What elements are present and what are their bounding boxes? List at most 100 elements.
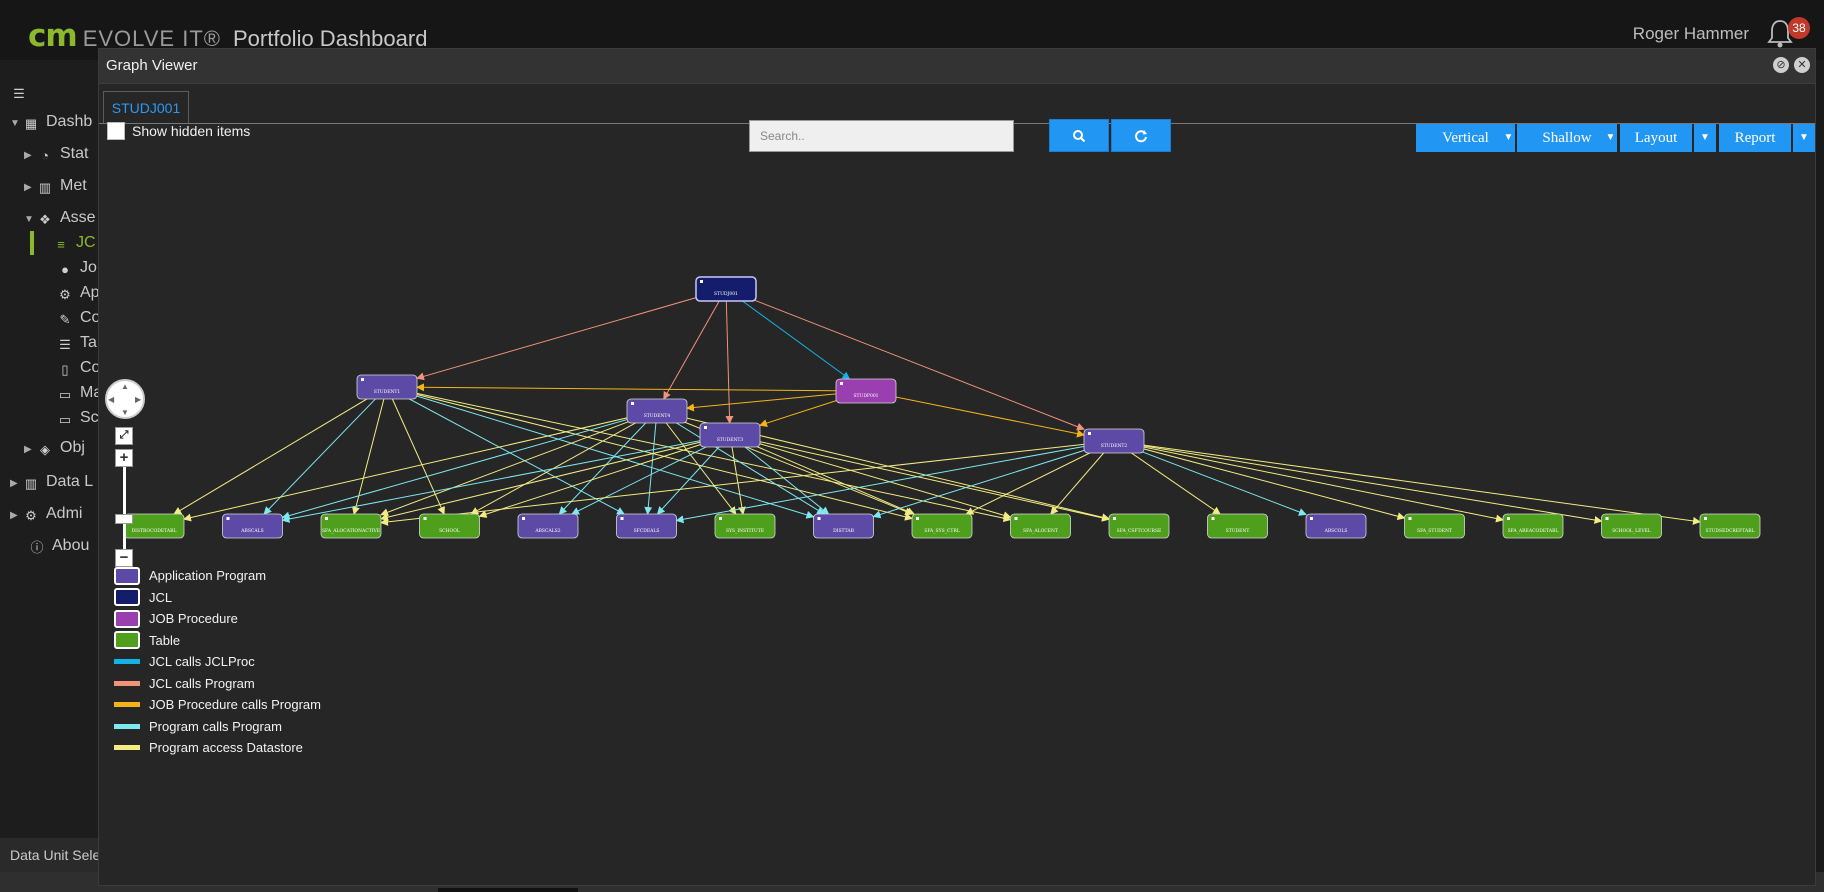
graph-node-box[interactable]: [714, 513, 776, 539]
graph-node[interactable]: STUDENT2: [1083, 428, 1145, 454]
sidebar-item-columns[interactable]: ▯Co: [58, 356, 100, 380]
graph-edge[interactable]: [351, 386, 388, 515]
graph-node[interactable]: SCHOOL: [419, 513, 480, 539]
graph-edge[interactable]: [644, 410, 658, 515]
layout-button[interactable]: Layout: [1620, 124, 1692, 152]
pan-control[interactable]: ▲ ▼ ◀ ▶: [105, 379, 145, 419]
graph-edge[interactable]: [656, 410, 825, 515]
caret-down-icon[interactable]: ▼: [1604, 124, 1617, 152]
graph-node[interactable]: STUDJ001: [695, 276, 757, 302]
graph-node-box[interactable]: [123, 513, 185, 539]
graph-node-box[interactable]: [626, 398, 688, 424]
user-name[interactable]: Roger Hammer: [1632, 24, 1749, 43]
sidebar-item-metrics[interactable]: ▶▥Met: [24, 174, 87, 198]
graph-node-box[interactable]: [1010, 513, 1071, 539]
graph-edge[interactable]: [729, 434, 1012, 520]
graph-node[interactable]: ABSCALS2: [517, 513, 579, 539]
graph-node[interactable]: SCHOOL_LEVEL: [1601, 513, 1662, 539]
graph-node[interactable]: STUDP001: [835, 378, 897, 404]
graph-edge[interactable]: [183, 410, 658, 522]
caret-down-icon[interactable]: ▼: [1502, 124, 1515, 152]
pan-down-icon[interactable]: ▼: [121, 408, 129, 417]
graph-node[interactable]: SFA_STUDENT: [1404, 513, 1465, 539]
graph-node-box[interactable]: [1601, 513, 1662, 539]
graph-edge[interactable]: [380, 440, 1115, 526]
graph-svg[interactable]: STUDJ001STUDENT1STUDP001STUDENT4STUDENT3…: [99, 49, 1817, 887]
graph-node-box[interactable]: [695, 276, 757, 302]
graph-node[interactable]: ABSCOLS: [1305, 513, 1367, 539]
graph-edge[interactable]: [281, 410, 658, 520]
scrollbar[interactable]: [438, 888, 578, 892]
graph-node-box[interactable]: [813, 513, 874, 539]
graph-node[interactable]: SFA_AREACODETABL: [1502, 513, 1564, 539]
graph-node-box[interactable]: [419, 513, 480, 539]
graph-edge[interactable]: [729, 434, 915, 515]
graph-node-box[interactable]: [1207, 513, 1268, 539]
graph-edge[interactable]: [725, 288, 851, 380]
search-button[interactable]: [1049, 119, 1109, 152]
zoom-out-button[interactable]: −: [115, 549, 133, 567]
graph-edge[interactable]: [1113, 440, 1701, 525]
graph-edge[interactable]: [386, 386, 913, 521]
graph-node[interactable]: ABSCALS: [222, 513, 283, 539]
show-hidden-toggle[interactable]: Show hidden items: [107, 122, 250, 140]
graph-edge[interactable]: [478, 434, 731, 518]
sidebar-item-jcl[interactable]: ≡JC: [30, 231, 96, 255]
sidebar-item-dashboards[interactable]: ▼▦Dashb: [10, 110, 92, 134]
graph-node-box[interactable]: [1108, 513, 1170, 539]
zoom-slider-track[interactable]: [123, 467, 126, 557]
report-button[interactable]: Report: [1719, 124, 1791, 152]
pan-left-icon[interactable]: ◀: [108, 395, 115, 404]
show-hidden-checkbox[interactable]: [107, 122, 125, 140]
graph-node-box[interactable]: [356, 374, 418, 400]
bell-icon[interactable]: [1766, 18, 1794, 48]
graph-edge[interactable]: [865, 390, 1085, 438]
graph-node[interactable]: STUDENT3: [699, 422, 761, 448]
graph-edge[interactable]: [872, 440, 1115, 519]
graph-edge[interactable]: [173, 386, 388, 515]
zoom-in-button[interactable]: +: [115, 449, 133, 467]
graph-node[interactable]: STUDSEDCREFTABL: [1699, 513, 1761, 539]
graph-node-box[interactable]: [616, 513, 677, 539]
depth-dropdown[interactable]: Shallow: [1517, 124, 1617, 152]
pan-up-icon[interactable]: ▲: [121, 382, 129, 391]
report-caret-icon[interactable]: ▼: [1793, 124, 1815, 152]
graph-edge[interactable]: [1113, 440, 1603, 524]
graph-edge[interactable]: [386, 386, 625, 515]
graph-node-box[interactable]: [1083, 428, 1145, 454]
graph-edge[interactable]: [386, 386, 815, 519]
graph-node-box[interactable]: [1404, 513, 1465, 539]
sidebar-item-data-lineage[interactable]: ▶▥Data L: [10, 470, 93, 494]
graph-node-box[interactable]: [517, 513, 579, 539]
graph-edge[interactable]: [380, 434, 731, 522]
graph-edge[interactable]: [725, 288, 734, 424]
graph-edge[interactable]: [386, 386, 445, 515]
graph-edge[interactable]: [386, 386, 1012, 523]
sidebar-item-maps[interactable]: ▭Ma: [58, 381, 102, 405]
graph-node[interactable]: SFA_ALOCENT: [1010, 513, 1071, 539]
layout-caret-icon[interactable]: ▼: [1694, 124, 1716, 152]
close-icon[interactable]: ✕: [1794, 57, 1810, 73]
graph-edge[interactable]: [656, 410, 914, 516]
graph-node-box[interactable]: [835, 378, 897, 404]
graph-node[interactable]: STUDENT: [1207, 513, 1268, 539]
graph-edge[interactable]: [416, 288, 727, 381]
graph-edge[interactable]: [281, 434, 731, 523]
sidebar-item-applications[interactable]: ⚙Ap: [58, 281, 99, 305]
minimize-icon[interactable]: ⊘: [1773, 57, 1789, 73]
graph-edge[interactable]: [729, 434, 1110, 522]
graph-edge[interactable]: [725, 288, 1085, 431]
graph-node[interactable]: DISTROCODETABL: [123, 513, 185, 539]
sidebar-item-statistics[interactable]: ▶◔Stat: [24, 142, 88, 166]
graph-node[interactable]: SFA_CSFTCOURSE: [1108, 513, 1170, 539]
graph-node-box[interactable]: [1305, 513, 1367, 539]
graph-node-box[interactable]: [222, 513, 283, 539]
graph-node-box[interactable]: [1502, 513, 1564, 539]
graph-node-box[interactable]: [699, 422, 761, 448]
sidebar-item-copybooks[interactable]: ✎Co: [58, 306, 101, 330]
pan-right-icon[interactable]: ▶: [135, 395, 142, 404]
graph-edge[interactable]: [729, 434, 830, 515]
graph-edge[interactable]: [1113, 440, 1504, 523]
